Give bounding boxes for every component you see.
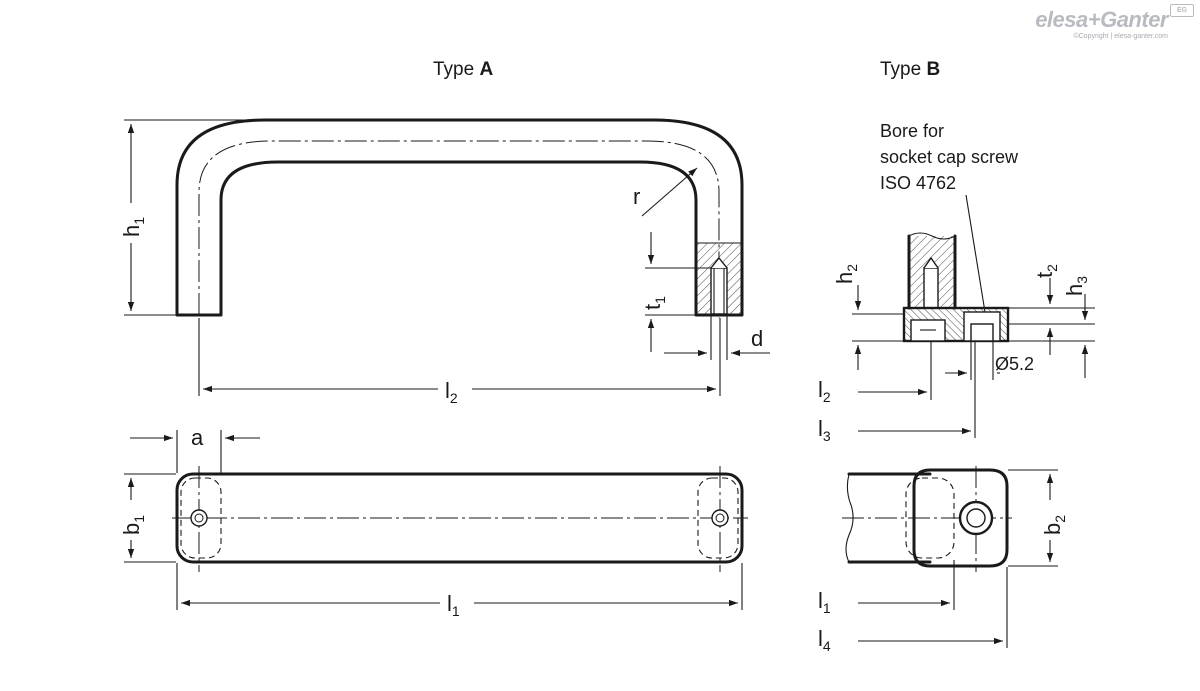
dim-l3: l3 (818, 416, 831, 444)
dim-b1: b1 (119, 515, 147, 535)
dim-l1: l1 (447, 591, 460, 619)
type-a-centerline (198, 140, 720, 318)
dim-d: d (751, 326, 763, 351)
dim-l2: l2 (445, 378, 458, 406)
dim-t2: t2 (1032, 264, 1060, 278)
type-a-title: Type A (433, 59, 493, 80)
type-b-view: Type B Bore for socket cap screw ISO 476… (818, 59, 1095, 654)
dim-l4: l4 (818, 626, 831, 654)
type-b-note-line-1: Bore for (880, 121, 944, 141)
dim-b2: b2 (1040, 515, 1068, 535)
type-b-note-leader (965, 194, 986, 313)
type-b-title: Type B (880, 59, 940, 80)
brand-badge: EG (1170, 4, 1194, 17)
brand-logo: elesa+Ganter ©Copyright | elesa-ganter.c… (1035, 4, 1194, 41)
dim-h2: h2 (832, 264, 860, 284)
type-a-view: Type A h1 r t1 d (115, 59, 770, 619)
type-a-hole-left (190, 509, 208, 527)
dim-b-l1: l1 (818, 588, 831, 616)
dim-b-l2: l2 (818, 377, 831, 405)
dim-t1: t1 (640, 296, 668, 310)
dim-r: r (633, 184, 640, 209)
type-b-note-line-2: socket cap screw (880, 147, 1019, 167)
type-b-note-line-3: ISO 4762 (880, 173, 956, 193)
type-a-hole-right (711, 509, 729, 527)
dim-diameter: Ø5.2 (995, 354, 1034, 374)
type-b-counterbore-top (958, 500, 994, 536)
dim-h1: h1 (119, 217, 147, 237)
dim-h3: h3 (1062, 276, 1090, 296)
dim-a: a (191, 425, 204, 450)
brand-copyright: ©Copyright | elesa-ganter.com (1073, 33, 1168, 40)
type-a-thread-bore (710, 267, 728, 315)
type-a-bore-tip (710, 256, 728, 269)
type-a-handle-outer (175, 118, 744, 317)
type-a-handle-top-view (175, 472, 744, 564)
brand-logo-text: elesa+Ganter (1035, 7, 1168, 32)
